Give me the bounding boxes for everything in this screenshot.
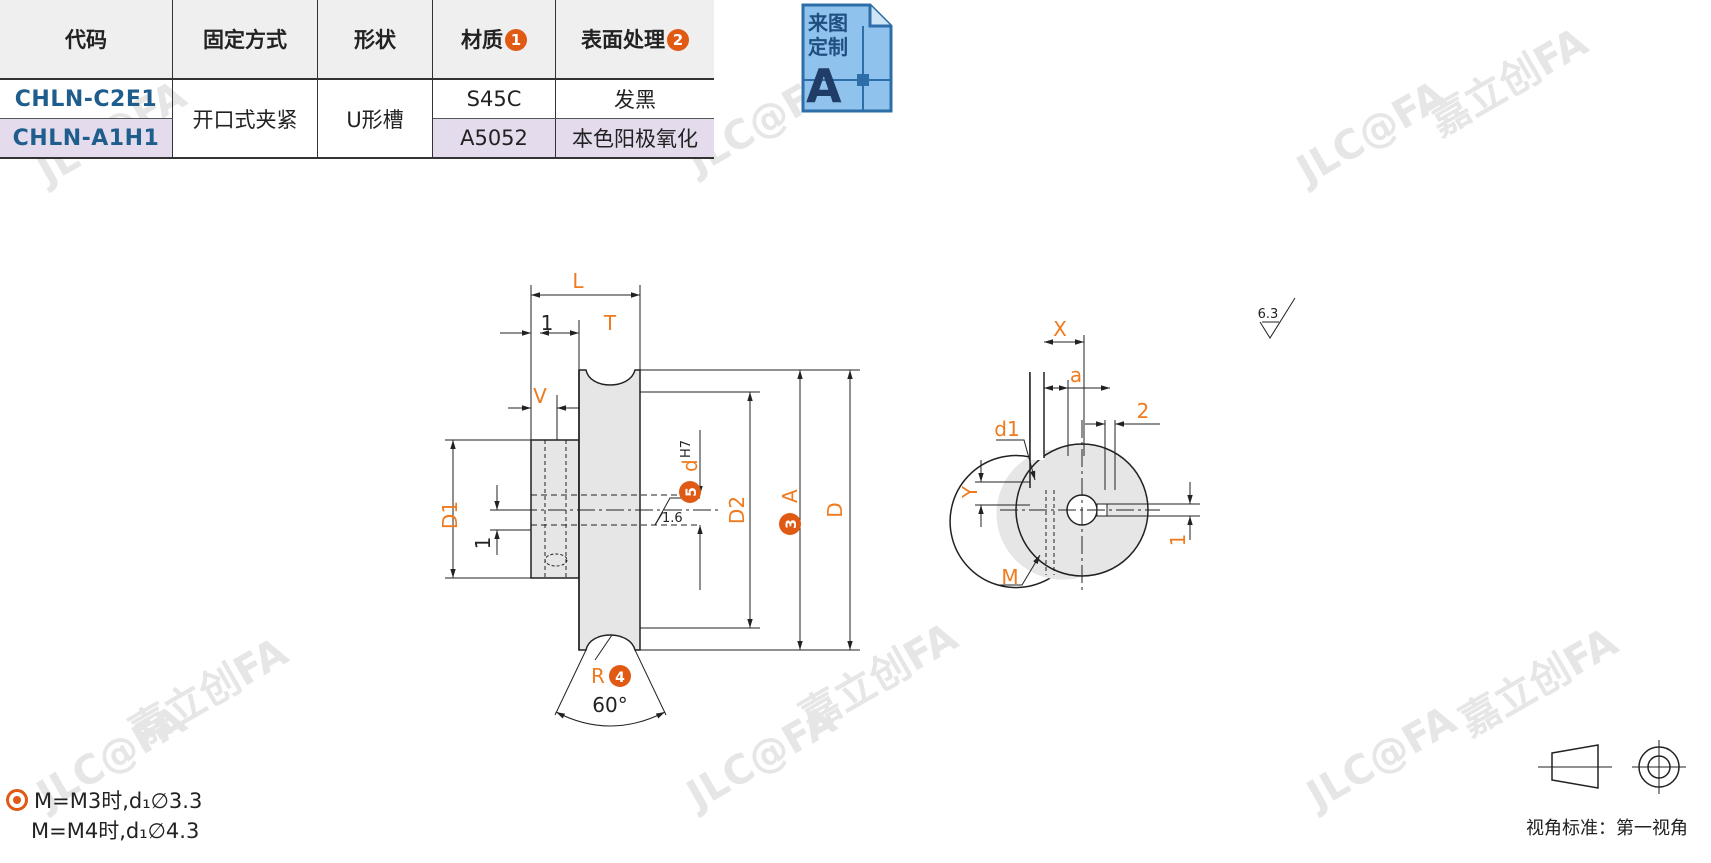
dim-d: d	[678, 459, 702, 472]
custom-icon-line2: 定制	[808, 35, 848, 59]
watermark: 嘉立创FA	[792, 614, 966, 741]
cell-shape: U形槽	[317, 79, 433, 159]
side-view-labels: L 1 T V D1 1 5 d H7 1.6 D2 3 A D R 4 60°	[438, 269, 847, 717]
table-row: CHLN-A1H1 A5052 本色阳极氧化	[0, 118, 714, 159]
dim-X: X	[1053, 317, 1067, 341]
dim-D: D	[823, 502, 847, 517]
dim-D2: D2	[725, 496, 749, 524]
dim-2: 2	[1137, 399, 1150, 423]
front-view	[949, 335, 1200, 590]
dim-L: L	[572, 269, 584, 293]
note-badge	[609, 665, 631, 687]
header-shape: 形状	[317, 0, 433, 80]
note-badge	[679, 481, 701, 503]
watermark: 嘉立创FA	[1452, 619, 1626, 746]
badge-5: 5	[684, 487, 700, 497]
badge-4: 4	[615, 670, 625, 686]
custom-icon-letter: A	[806, 59, 842, 113]
dim-d-tol: H7	[679, 440, 694, 458]
dim-T: T	[603, 311, 617, 335]
cell-fixing: 开口式夹紧	[172, 79, 318, 159]
note-bullet-icon	[6, 789, 28, 811]
header-fixing: 固定方式	[172, 0, 318, 80]
dim-angle: 60°	[592, 693, 627, 717]
roughness-general: 6.3	[1258, 307, 1279, 322]
dim-M: M	[1001, 565, 1018, 589]
dim-R: R	[591, 664, 605, 688]
dim-Y: Y	[958, 485, 982, 499]
front-view-labels: X a 2 d1 Y M 1	[958, 317, 1190, 589]
first-angle-projection-icon	[1538, 740, 1686, 794]
cell-code[interactable]: CHLN-C2E1	[0, 79, 173, 119]
header-code: 代码	[0, 0, 173, 80]
dim-1-left: 1	[471, 537, 495, 550]
watermark: JLC@FA	[679, 697, 844, 819]
custom-drawing-icon[interactable]: 来图 定制 A	[800, 2, 894, 114]
dim-a: a	[1070, 363, 1082, 387]
watermark: 嘉立创FA	[1422, 19, 1596, 146]
dim-d1: d1	[994, 417, 1019, 441]
watermark: JLC@FA	[1289, 72, 1454, 194]
note-badge: 2	[667, 29, 689, 51]
note-badge	[779, 513, 801, 535]
watermark: JLC@FA	[1299, 697, 1464, 819]
view-standard-label: 视角标准：第一视角	[1526, 818, 1688, 839]
cell-surface: 本色阳极氧化	[555, 118, 714, 159]
cell-code[interactable]: CHLN-A1H1	[0, 118, 173, 159]
roughness-symbol: 6.3	[1258, 297, 1296, 339]
cell-material: A5052	[432, 118, 556, 159]
roughness-bore: 1.6	[662, 511, 683, 526]
note-line-1: M=M3时,d₁∅3.3	[6, 785, 202, 815]
cell-material: S45C	[432, 79, 556, 119]
custom-icon-line1: 来图	[807, 11, 848, 35]
dim-V: V	[533, 384, 547, 408]
cell-surface: 发黑	[555, 79, 714, 119]
dim-D1: D1	[438, 501, 462, 529]
watermark: 嘉立创FA	[122, 629, 296, 756]
note-badge: 1	[505, 29, 527, 51]
dim-1-right: 1	[1166, 534, 1190, 547]
note-line-2: M=M4时,d₁∅4.3	[31, 819, 200, 843]
dim-1: 1	[541, 311, 554, 335]
badge-3: 3	[784, 519, 800, 529]
dim-A: A	[778, 489, 802, 503]
table-row: CHLN-C2E1 开口式夹紧 U形槽 S45C 发黑	[0, 79, 714, 159]
side-view	[445, 285, 860, 727]
